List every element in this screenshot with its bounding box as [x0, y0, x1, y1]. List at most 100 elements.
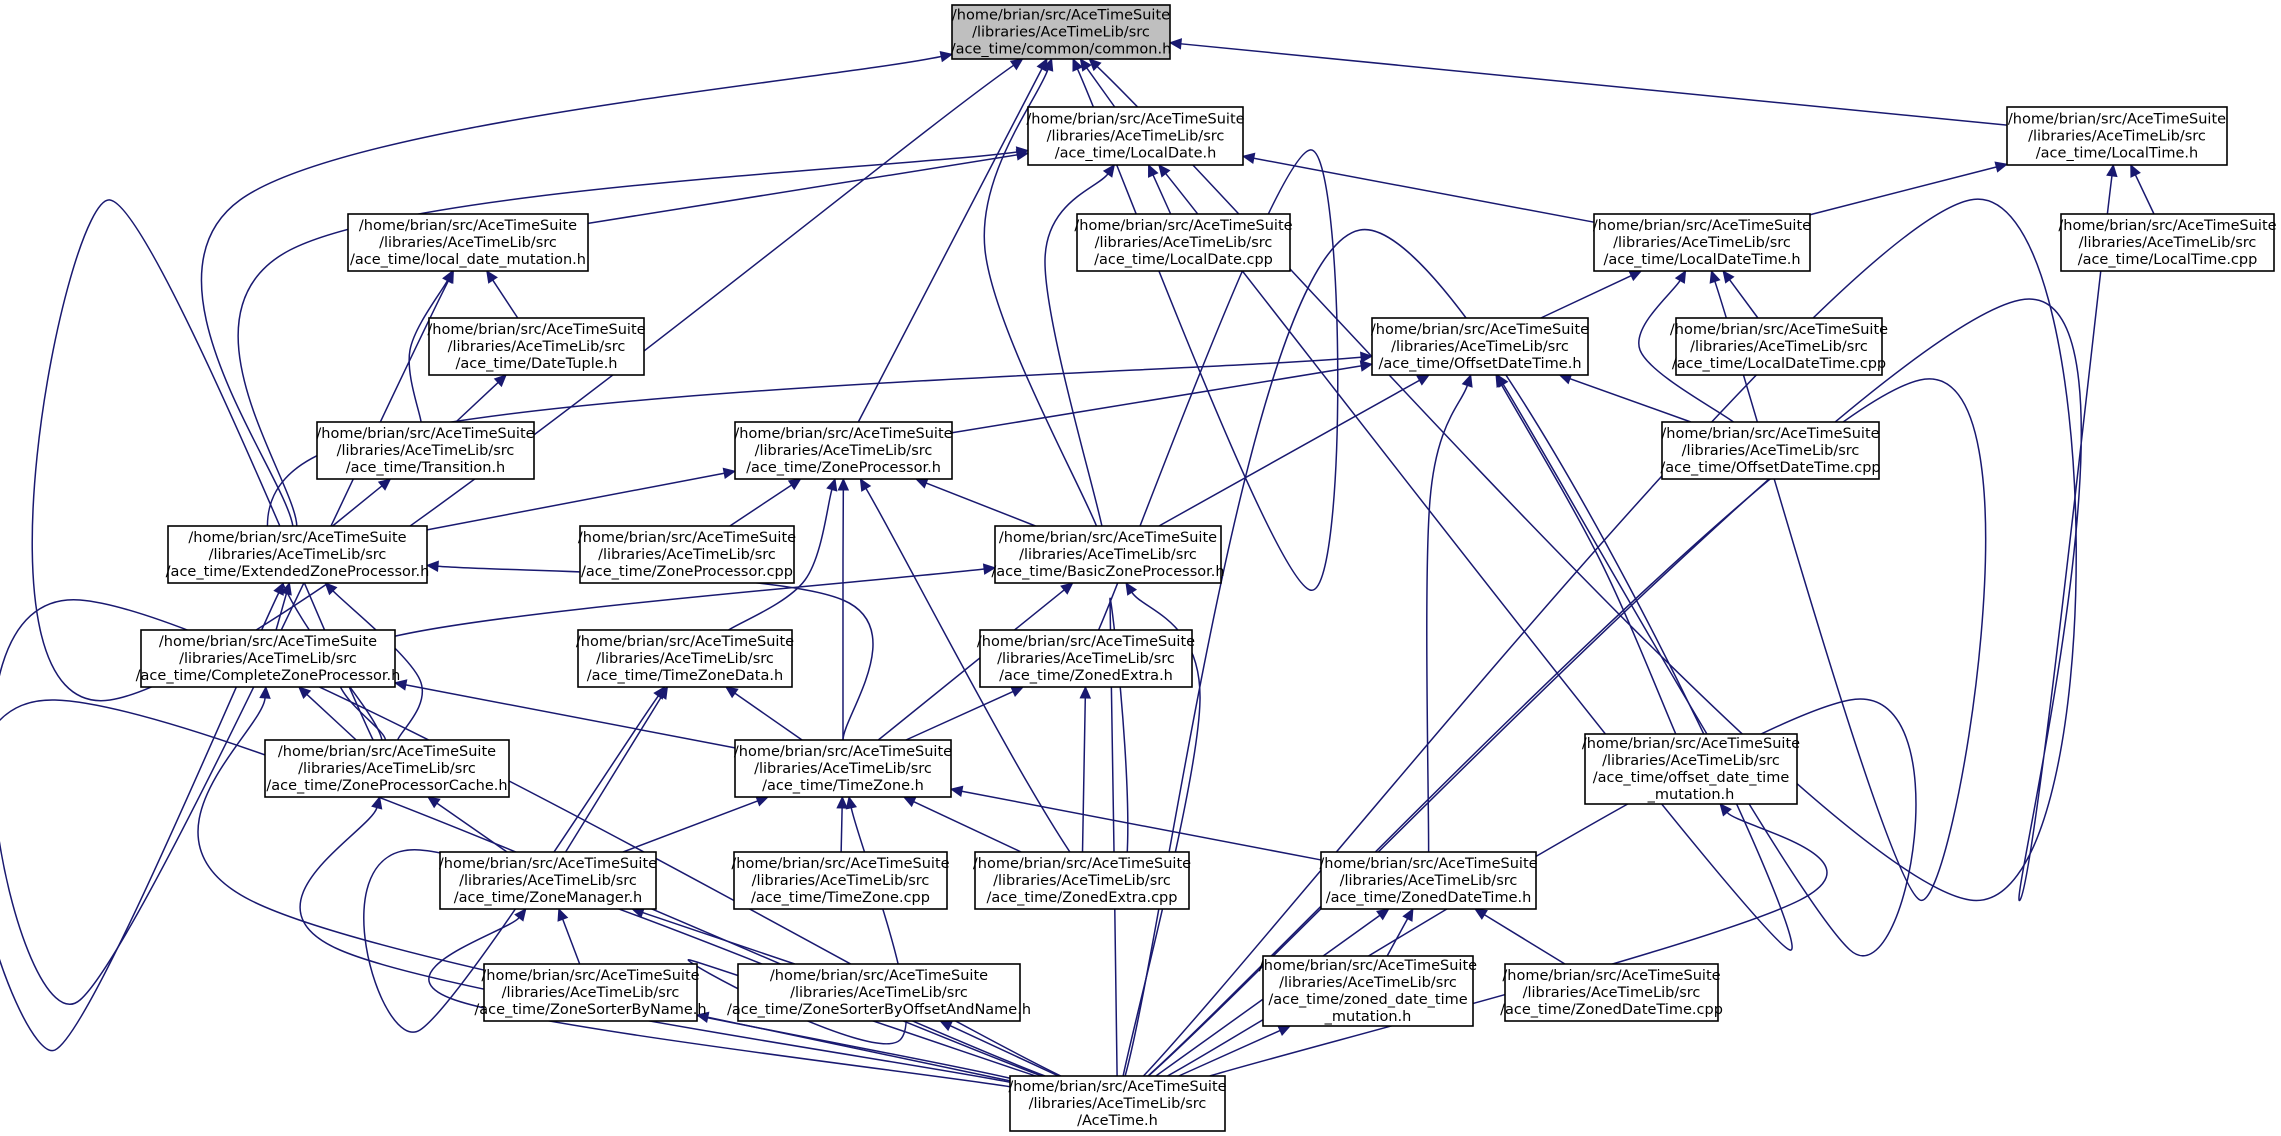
node-OffsetDateTime-cpp[interactable]: /home/brian/src/AceTimeSuite/libraries/A… — [1660, 421, 1881, 480]
node-box — [1584, 733, 1798, 805]
arrowhead-icon — [1072, 57, 1084, 72]
node-label-line: /libraries/AceTimeLib/src — [1279, 975, 1457, 991]
arrowhead-icon — [1125, 581, 1138, 596]
node-ZonedDateTime-cpp[interactable]: /home/brian/src/AceTimeSuite/libraries/A… — [1500, 963, 1723, 1022]
node-ZoneSorterByOffsetAndName-h[interactable]: /home/brian/src/AceTimeSuite/libraries/A… — [727, 963, 1031, 1022]
node-ZonedDateTime-h[interactable]: /home/brian/src/AceTimeSuite/libraries/A… — [1319, 851, 1538, 910]
node-common[interactable]: /home/brian/src/AceTimeSuite/libraries/A… — [951, 4, 1172, 60]
nodes-layer: /home/brian/src/AceTimeSuite/libraries/A… — [136, 4, 2277, 1132]
node-label-line: /home/brian/src/AceTimeSuite — [188, 530, 406, 546]
node-label-line: /home/brian/src/AceTimeSuite — [578, 530, 796, 546]
node-TimeZone-h[interactable]: /home/brian/src/AceTimeSuite/libraries/A… — [734, 739, 952, 798]
edge-line — [0, 592, 1046, 1077]
arrowhead-icon — [557, 907, 569, 922]
node-label-line: /home/brian/src/AceTimeSuite — [1259, 958, 1477, 974]
node-box — [1027, 106, 1244, 166]
node-label-line: /home/brian/src/AceTimeSuite — [1502, 968, 1720, 984]
node-Transition-h[interactable]: /home/brian/src/AceTimeSuite/libraries/A… — [316, 421, 535, 480]
node-ZoneManager-h[interactable]: /home/brian/src/AceTimeSuite/libraries/A… — [439, 851, 657, 910]
node-LocalDateTime-h[interactable]: /home/brian/src/AceTimeSuite/libraries/A… — [1593, 213, 1811, 272]
node-box — [737, 963, 1021, 1022]
node-label-line: /home/brian/src/AceTimeSuite — [977, 634, 1195, 650]
node-ZoneProcessor-cpp[interactable]: /home/brian/src/AceTimeSuite/libraries/A… — [578, 525, 796, 584]
node-ZoneProcessorCache-h[interactable]: /home/brian/src/AceTimeSuite/libraries/A… — [264, 739, 510, 798]
edge-line — [951, 365, 1362, 434]
node-label-line: /ace_time/local_date_mutation.h — [350, 252, 586, 268]
arrowhead-icon — [1628, 270, 1643, 282]
node-label-line: /ace_time/ZonedDateTime.h — [1326, 890, 1532, 906]
node-label-line: /libraries/AceTimeLib/src — [993, 873, 1171, 889]
arrowhead-icon — [1709, 269, 1721, 284]
edge-ExtendedZoneProcessor_h-to-ZoneProcessor_h — [426, 467, 737, 531]
edge-AceTime_h-to-common — [1088, 58, 2077, 1077]
edge-AceTime_h-to-LocalDate_h — [1124, 164, 1793, 1077]
node-LocalDateTime-cpp[interactable]: /home/brian/src/AceTimeSuite/libraries/A… — [1670, 317, 1888, 376]
edge-line — [332, 590, 423, 741]
edge-TimeZone_h-to-CompleteZoneProcessor_h — [393, 679, 736, 749]
arrowhead-icon — [722, 467, 737, 479]
node-BasicZoneProcessor-h[interactable]: /home/brian/src/AceTimeSuite/libraries/A… — [991, 525, 1225, 584]
node-AceTime-h[interactable]: /home/brian/src/AceTimeSuite/libraries/A… — [1008, 1075, 1227, 1132]
edge-line — [299, 807, 1011, 1084]
node-label-line: /ace_time/Transition.h — [346, 460, 505, 476]
node-local-date-mutation-h[interactable]: /home/brian/src/AceTimeSuite/libraries/A… — [347, 213, 589, 272]
edge-ZoneProcessor_h-to-common — [857, 57, 1048, 423]
arrowhead-icon — [443, 269, 454, 284]
node-label-line: /libraries/AceTimeLib/src — [379, 235, 557, 251]
node-box — [1504, 963, 1719, 1022]
node-label-line: /libraries/AceTimeLib/src — [1019, 547, 1197, 563]
node-label-line: /ace_time/OffsetDateTime.h — [1378, 356, 1581, 372]
node-LocalDate-h[interactable]: /home/brian/src/AceTimeSuite/libraries/A… — [1026, 106, 1245, 166]
edge-line — [1729, 279, 1759, 319]
node-ZoneProcessor-h[interactable]: /home/brian/src/AceTimeSuite/libraries/A… — [734, 421, 953, 480]
arrowhead-icon — [695, 1011, 710, 1023]
node-label-line: /ace_time/TimeZone.cpp — [751, 890, 930, 906]
node-OffsetDateTime-h[interactable]: /home/brian/src/AceTimeSuite/libraries/A… — [1371, 317, 1589, 376]
node-ZonedExtra-cpp[interactable]: /home/brian/src/AceTimeSuite/libraries/A… — [973, 851, 1191, 910]
arrowhead-icon — [939, 1020, 954, 1032]
edge-offset_date_time_mutation_h-to-OffsetDateTime_h — [1495, 373, 1677, 735]
arrowhead-icon — [826, 477, 838, 492]
edge-line — [734, 692, 803, 741]
node-ZonedExtra-h[interactable]: /home/brian/src/AceTimeSuite/libraries/A… — [977, 629, 1195, 688]
node-label-line: /home/brian/src/AceTimeSuite — [439, 856, 657, 872]
edge-AceTime_h-to-BasicZoneProcessor_h — [1122, 581, 1201, 1077]
node-offset-date-time-mutation-h[interactable]: /home/brian/src/AceTimeSuite/libraries/A… — [1582, 733, 1800, 805]
node-zoned-date-time-mutation-h[interactable]: /home/brian/src/AceTimeSuite/libraries/A… — [1259, 955, 1477, 1027]
node-label-line: /home/brian/src/AceTimeSuite — [731, 856, 949, 872]
edge-LocalDateTime_h-to-LocalDate_h — [1241, 152, 1595, 223]
edge-Transition_h-to-DateTuple_h — [455, 374, 507, 423]
node-LocalDate-cpp[interactable]: /home/brian/src/AceTimeSuite/libraries/A… — [1074, 213, 1293, 272]
arrowhead-icon — [426, 796, 441, 809]
node-DateTuple-h[interactable]: /home/brian/src/AceTimeSuite/libraries/A… — [427, 317, 646, 376]
node-CompleteZoneProcessor-h[interactable]: /home/brian/src/AceTimeSuite/libraries/A… — [136, 629, 401, 688]
node-label-line: /ace_time/ZoneManager.h — [454, 890, 643, 906]
node-label-line: /libraries/AceTimeLib/src — [598, 547, 776, 563]
node-label-line: /ace_time/LocalTime.h — [2036, 146, 2198, 162]
node-ExtendedZoneProcessor-h[interactable]: /home/brian/src/AceTimeSuite/libraries/A… — [166, 525, 430, 584]
node-label-line: /ace_time/TimeZone.h — [762, 778, 924, 794]
edge-line — [1484, 914, 1566, 965]
node-LocalTime-h[interactable]: /home/brian/src/AceTimeSuite/libraries/A… — [2006, 106, 2228, 166]
arrowhead-icon — [280, 581, 292, 596]
node-label-line: /libraries/AceTimeLib/src — [754, 761, 932, 777]
node-label-line: /home/brian/src/AceTimeSuite — [576, 634, 794, 650]
arrowhead-icon — [371, 795, 383, 810]
arrowhead-icon — [1079, 58, 1092, 72]
edge-TimeZone_h-to-ZonedExtra_h — [905, 686, 1025, 741]
arrowhead-icon — [1461, 373, 1473, 388]
edge-LocalTime_h-to-common — [1168, 38, 2008, 126]
node-ZoneSorterByName-h[interactable]: /home/brian/src/AceTimeSuite/libraries/A… — [474, 963, 707, 1022]
node-label-line: /home/brian/src/AceTimeSuite — [770, 968, 988, 984]
edge-AceTime_h-to-LocalDateTime_h — [1147, 269, 1987, 1077]
edge-ZonedExtra_cpp-to-TimeZone_h — [902, 796, 1022, 853]
edge-LocalDateTime_h-to-LocalTime_h — [1809, 161, 2009, 216]
edge-line — [587, 154, 1018, 225]
node-TimeZone-cpp[interactable]: /home/brian/src/AceTimeSuite/libraries/A… — [731, 851, 950, 910]
node-box — [951, 4, 1171, 60]
node-label-line: /libraries/AceTimeLib/src — [2028, 129, 2206, 145]
node-LocalTime-cpp[interactable]: /home/brian/src/AceTimeSuite/libraries/A… — [2058, 213, 2277, 272]
node-TimeZoneData-h[interactable]: /home/brian/src/AceTimeSuite/libraries/A… — [576, 629, 794, 688]
edge-ZonedDateTime_h-to-TimeZone_h — [949, 785, 1322, 861]
node-label-line: /libraries/AceTimeLib/src — [298, 761, 476, 777]
